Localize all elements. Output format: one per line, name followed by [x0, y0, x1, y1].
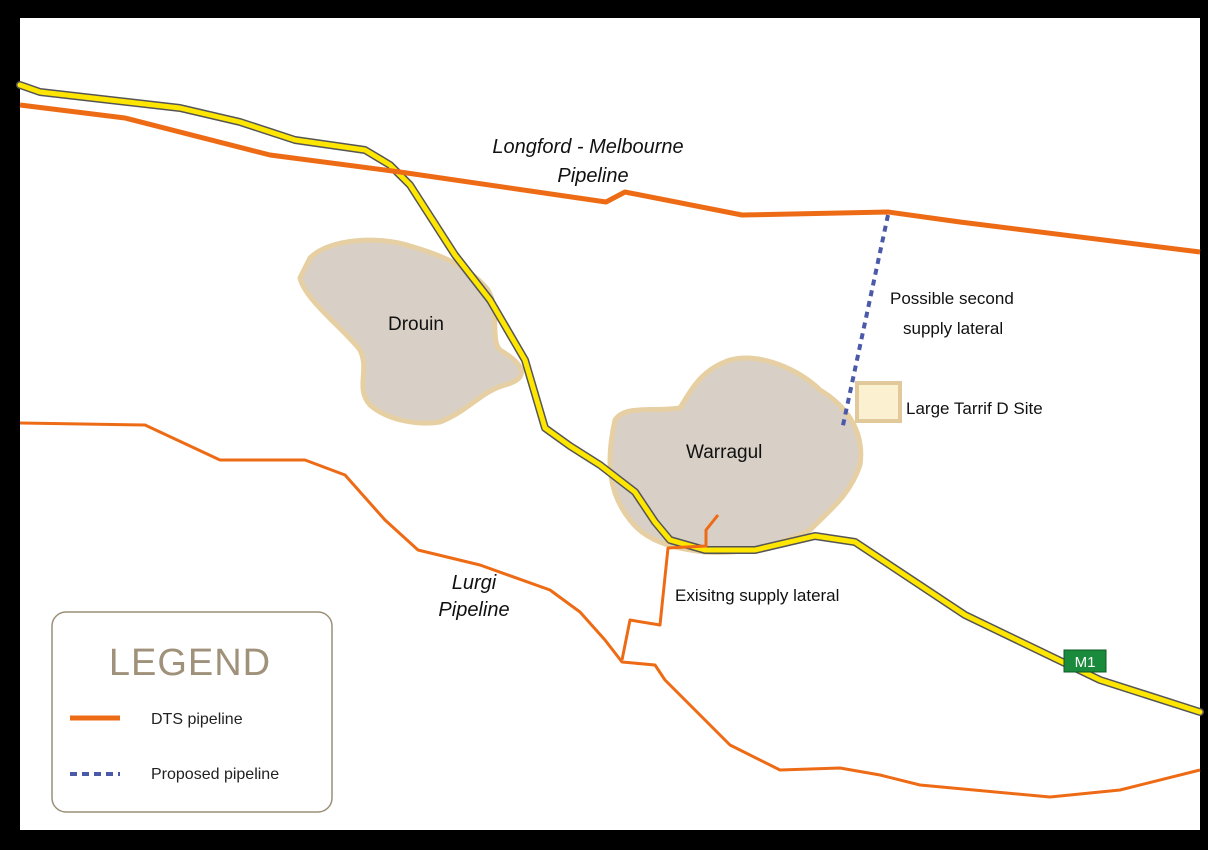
- possible-lateral-label-line1: Possible second: [890, 289, 1014, 308]
- m1-shield-background: [1063, 649, 1107, 673]
- lurgi-pipeline-label-line2: Pipeline: [438, 599, 509, 621]
- m1-shield-label: M1: [1075, 654, 1096, 671]
- possible-lateral-label-line2: supply lateral: [903, 319, 1003, 338]
- warragul-label: Warragul: [686, 442, 762, 463]
- longford-pipeline-label-line2: Pipeline: [557, 165, 628, 187]
- map-content: M1 Longford - Melbourne Pipeline Drouin …: [16, 81, 1204, 799]
- warragul-town-area: [607, 355, 864, 556]
- existing-lateral-label: Exisitng supply lateral: [675, 586, 839, 605]
- legend: LEGEND DTS pipeline Proposed pipeline: [51, 611, 333, 813]
- m1-highway-shield: M1: [1063, 649, 1107, 673]
- highway-m1: [17, 82, 1203, 715]
- lurgi-pipeline: [19, 421, 1201, 799]
- legend-dts-label: DTS pipeline: [151, 711, 243, 728]
- longford-melbourne-pipeline: [19, 102, 1201, 255]
- legend-box: [51, 611, 333, 813]
- legend-proposed-label: Proposed pipeline: [151, 766, 279, 783]
- legend-title: LEGEND: [109, 642, 271, 684]
- longford-pipeline-label-line1: Longford - Melbourne: [492, 136, 683, 158]
- lurgi-pipeline-label-line1: Lurgi: [452, 572, 497, 594]
- proposed-pipeline: [840, 214, 890, 431]
- drouin-label: Drouin: [388, 314, 444, 335]
- tariff-site-label: Large Tarrif D Site: [906, 399, 1043, 418]
- drouin-town-area: [297, 237, 524, 426]
- large-tariff-d-site: [855, 381, 902, 423]
- existing-supply-lateral: [620, 514, 720, 661]
